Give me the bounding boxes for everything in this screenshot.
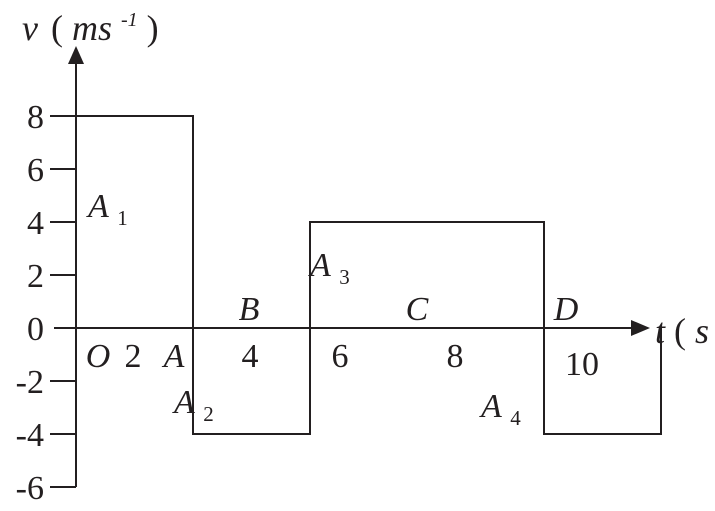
x-axis-label: t ( s )	[655, 311, 715, 351]
x-tick-label: 4	[242, 338, 259, 375]
y-axis-label: v ( ms -1 )	[22, 0, 159, 48]
x-tick-labels: 2 4 6 8 10	[125, 338, 600, 383]
x-tick-label: 8	[447, 338, 464, 375]
x-axis-arrow	[631, 320, 650, 336]
axes	[54, 46, 650, 487]
area-labels: A 1 A 2 A 3 A 4	[86, 188, 521, 430]
y-tick-label: 8	[27, 99, 44, 136]
series	[76, 115, 662, 435]
y-axis-arrow	[68, 46, 84, 64]
point-label-a: A	[162, 338, 185, 375]
point-label-c: C	[406, 291, 429, 328]
area-label-a2: A 2	[172, 384, 214, 426]
area-label-a3: A 3	[308, 247, 350, 289]
y-ticks: 8 6 4 2 0 -2 -4 -6	[16, 99, 76, 507]
y-tick-label: 6	[27, 152, 44, 189]
area-label-a4: A 4	[479, 388, 521, 430]
point-label-d: D	[553, 291, 579, 328]
point-label-b: B	[239, 291, 260, 328]
point-labels: O A B C D	[86, 291, 579, 375]
x-tick-label: 6	[332, 338, 349, 375]
y-tick-label: 4	[27, 205, 44, 242]
x-tick-label: 10	[565, 346, 599, 383]
y-tick-label: 2	[27, 258, 44, 295]
y-tick-label: 0	[27, 311, 44, 348]
y-tick-label: -2	[16, 364, 44, 401]
y-tick-label: -4	[16, 417, 44, 454]
y-tick-label: -6	[16, 470, 44, 507]
velocity-line	[76, 115, 662, 435]
area-label-a1: A 1	[86, 188, 128, 230]
x-tick-label: 2	[125, 338, 142, 375]
point-label-o: O	[86, 338, 111, 375]
